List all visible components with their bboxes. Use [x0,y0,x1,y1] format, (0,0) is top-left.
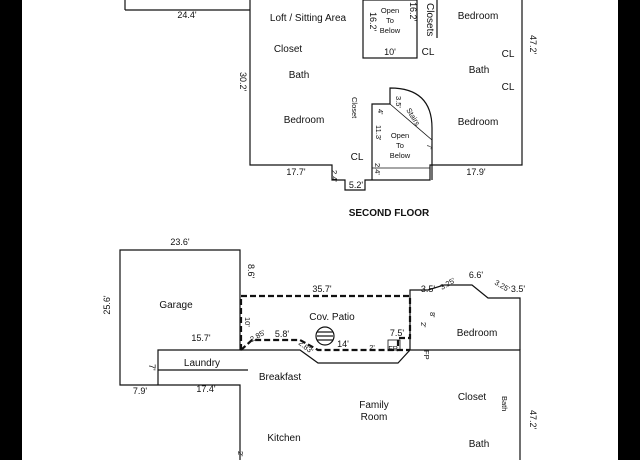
dimension-label: 2' [236,451,245,457]
family-room-label: Room [361,412,388,423]
garage-label: Garage [159,300,193,311]
dimension-label: 7.5' [390,328,405,338]
stair-line [389,103,433,141]
family-room-label: Family [359,400,388,411]
bath-label: Bath [500,396,509,411]
garage-outline [119,249,241,460]
stairs-label: Stairs [404,106,422,127]
covered-patio-outline [240,338,398,352]
dimension-label: 8' [428,312,437,318]
fireplace-box [387,339,401,351]
dimension-label: 15.7' [191,333,211,343]
main-house-outline [240,349,521,460]
dimension-label: 4' [376,109,385,115]
dimension-label: 10' [243,317,252,327]
dimension-label: 11.3' [374,125,383,141]
open-to-below-box [362,0,418,59]
closet-label: Closet [458,392,487,403]
fireplace-label: FP [422,350,431,360]
closets-label: Closets [424,3,435,36]
dimension-label: 2.4' [330,170,339,182]
laundry-label: Laundry [184,358,220,369]
closet-cl-label: CL [502,49,515,60]
open-to-below-line: Open [391,131,409,140]
dimension-label: 5.2' [349,180,364,190]
loft-label: Loft / Sitting Area [270,13,347,24]
breakfast-label: Breakfast [259,372,301,383]
kitchen-label: Kitchen [267,433,300,444]
bath-label: Bath [469,439,490,450]
open-to-below-line: Below [390,151,411,160]
bath-label: Bath [469,65,490,76]
dimension-label: 16.2' [368,12,378,32]
dimension-label: 3.25' [493,278,512,294]
closet-cl-label: CL [351,152,364,163]
dimension-label: 7' [147,364,157,371]
closet-label: Closet [350,97,359,119]
dimension-label: 17.9' [466,167,486,177]
dimension-label: 2.83' [297,338,316,355]
covered-patio-label: Cov. Patio [309,312,355,323]
dimension-label: 3.5' [394,96,403,108]
open-to-below-line: To [396,141,404,150]
dimension-label: 17.4' [196,384,216,394]
dimension-label: 2.4' [373,163,382,175]
closet-cl-label: CL [502,82,515,93]
dimension-label: 47.2' [528,410,538,430]
dimension-label: 6.6' [469,270,484,280]
dimension-label: 2' [419,322,428,328]
bedroom-label: Bedroom [284,115,325,126]
left-border-bar [0,0,22,460]
bedroom-label: Bedroom [458,11,499,22]
dimension-label: 24.4' [177,10,197,20]
second-floor-plan: Loft / Sitting Area Closet Bath Bedroom … [124,0,538,219]
dimension-label: 7' [425,144,434,150]
dimension-label: 23.6' [170,237,190,247]
dimension-label: 3.5' [511,284,526,294]
dimension-label: 25.6' [102,295,112,315]
dimension-label: 8.6' [246,264,256,279]
right-border-bar [618,0,640,460]
open-to-below-line: Below [380,26,401,35]
stairs-outline [371,87,433,180]
dimension-label: 5.8' [275,329,290,339]
dimension-label: 3.25' [439,276,458,292]
second-floor-outline [249,0,523,191]
dimension-label: 16.2' [408,2,418,22]
open-to-below-line: To [386,16,394,25]
bath-label: Bath [289,70,310,81]
dimension-label: 47.2' [528,35,538,55]
dimension-label: 3.5' [421,284,436,294]
ceiling-fan-icon [315,326,335,346]
open-to-below-line: Open [381,6,399,15]
bedroom-wing-outline [409,284,521,350]
dimension-label: 2' [369,343,375,352]
dimension-label: 17.7' [286,167,306,177]
dimension-label: 10' [384,47,396,57]
dimension-label: 7.9' [133,386,148,396]
fireplace-label: FP [388,344,398,353]
dimension-label: 35.7' [312,284,332,294]
floor-title: SECOND FLOOR [349,208,430,219]
closet-cl-label: CL [422,47,435,58]
dimension-label: 14' [337,339,349,349]
closet-label: Closet [274,44,303,55]
bedroom-label: Bedroom [458,117,499,128]
bedroom-label: Bedroom [457,328,498,339]
first-floor-plan: Garage Laundry Breakfast Kitchen Family … [102,237,538,460]
dimension-label: 2.85' [249,328,268,344]
dimension-label: 30.2' [238,72,248,92]
